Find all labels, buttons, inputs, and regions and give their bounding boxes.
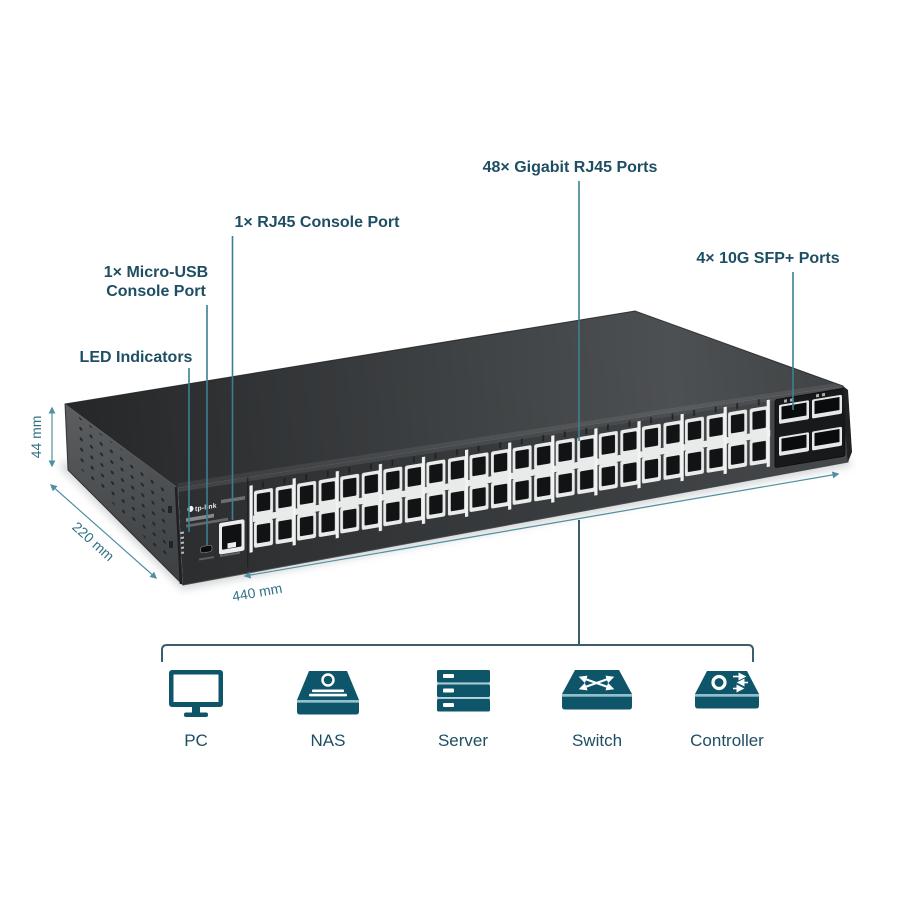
device-label-server: Server xyxy=(438,731,488,750)
front-face-top-bevel xyxy=(178,386,843,492)
side-screw-slot xyxy=(168,506,172,513)
dimension-line-440mm xyxy=(243,471,840,579)
connector-tree xyxy=(161,520,754,662)
top-face-front-bevel xyxy=(178,382,843,488)
sfp-port xyxy=(812,394,842,419)
sfp-port xyxy=(812,426,842,451)
callout-label-48-ports: 48× Gigabit RJ45 Ports xyxy=(483,159,658,176)
dimension-line-220mm xyxy=(49,484,158,579)
device-label-switch: Switch xyxy=(572,731,622,750)
callout-label-sfp: 4× 10G SFP+ Ports xyxy=(696,250,839,267)
device-right-edge xyxy=(843,386,852,462)
device-label-pc: PC xyxy=(184,731,208,750)
device-top-face xyxy=(65,311,843,488)
sfp-port xyxy=(779,432,809,456)
side-screw-slot xyxy=(169,541,173,548)
callout-label-rj45-console: 1× RJ45 Console Port xyxy=(235,214,401,231)
controller-icon xyxy=(695,671,759,709)
micro-usb-port xyxy=(200,544,213,554)
callout-label-led: LED Indicators xyxy=(80,349,193,366)
dimension-label-height: 44 mm xyxy=(28,416,44,459)
tp-link-logo: tp-link xyxy=(195,503,217,514)
dimension-label-width: 440 mm xyxy=(231,580,284,605)
console-rj45-port xyxy=(219,519,245,555)
nas-icon xyxy=(297,671,359,715)
callout-label-micro-usb-line1: 1× Micro-USB xyxy=(104,264,208,281)
device-label-controller: Controller xyxy=(690,731,764,750)
callout-label-micro-usb-line2: Console Port xyxy=(106,283,206,300)
network-switch-icon xyxy=(562,670,632,710)
dimension-label-depth: 220 mm xyxy=(69,518,117,564)
panel-groove xyxy=(247,476,249,568)
callout-lines xyxy=(188,181,794,545)
console-label-mark xyxy=(220,551,240,558)
side-front-corner-edge xyxy=(174,486,183,585)
sfp-port xyxy=(779,400,809,424)
dimension-annotations xyxy=(48,406,840,579)
console-label-mark xyxy=(199,556,214,561)
device-label-nas: NAS xyxy=(311,731,346,750)
desktop-monitor-icon xyxy=(169,670,223,717)
server-icon xyxy=(437,670,490,712)
sfp-port-block xyxy=(774,388,846,468)
